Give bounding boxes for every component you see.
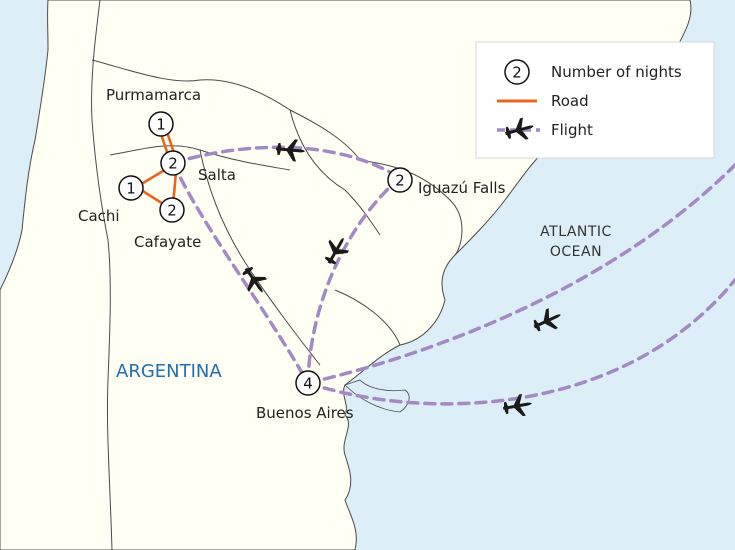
stop-marker-iguazu[interactable]: 2	[387, 167, 413, 193]
legend-flight: Flight	[497, 117, 593, 140]
flight-salta-buenos-aires	[171, 161, 310, 385]
stop-marker-salta[interactable]: 2	[160, 150, 186, 176]
nights-purmamarca: 1	[156, 116, 166, 134]
label-cachi: Cachi	[78, 207, 120, 225]
plane-icon	[505, 117, 534, 140]
flight-buenos-aires-overseas-1	[306, 163, 735, 385]
flight-iguazu-buenos-aires	[306, 176, 402, 385]
rio-de-la-plata	[344, 379, 410, 413]
border-brazil	[359, 159, 463, 256]
place-labels: Purmamarca Salta Cachi Cafayate Iguazú F…	[78, 86, 612, 422]
legend-road: Road	[497, 92, 589, 110]
legend-nights-marker: 2	[512, 64, 522, 82]
border-uruguay	[334, 289, 401, 346]
plane-icon	[275, 139, 305, 162]
road-salta-cachi	[136, 166, 170, 188]
plane-icon	[502, 393, 532, 417]
nights-iguazu: 2	[395, 172, 405, 190]
nights-buenos-aires: 4	[303, 375, 313, 393]
border-bolivia	[91, 59, 361, 161]
ocean-label-line2: OCEAN	[550, 244, 602, 260]
legend-road-label: Road	[551, 92, 589, 110]
stop-marker-cachi[interactable]: 1	[118, 175, 144, 201]
nights-cafayate: 2	[167, 202, 177, 220]
border-chile-argentina	[91, 0, 113, 550]
label-buenos-aires: Buenos Aires	[256, 404, 354, 422]
label-salta: Salta	[198, 166, 236, 184]
nights-salta: 2	[168, 155, 178, 173]
label-cafayate: Cafayate	[134, 233, 201, 251]
plane-icon	[533, 308, 561, 332]
label-iguazu: Iguazú Falls	[418, 179, 506, 197]
stop-markers: 1 2 1 2 2 4	[118, 111, 413, 396]
country-label-argentina: ARGENTINA	[116, 361, 222, 382]
legend-nights: 2 Number of nights	[504, 59, 682, 85]
plane-icon	[324, 237, 350, 265]
legend: 2 Number of nights Road Flight	[475, 41, 715, 159]
label-purmamarca: Purmamarca	[106, 86, 201, 104]
plane-icons	[242, 139, 561, 417]
legend-flight-label: Flight	[551, 121, 593, 139]
nights-cachi: 1	[126, 180, 136, 198]
border-paraguay	[289, 109, 381, 236]
plane-icon	[242, 266, 268, 293]
stop-marker-cafayate[interactable]: 2	[159, 197, 185, 223]
ocean-label-line1: ATLANTIC	[540, 224, 612, 240]
legend-nights-label: Number of nights	[551, 63, 682, 81]
stop-marker-purmamarca[interactable]: 1	[148, 111, 174, 137]
stop-marker-buenos-aires[interactable]: 4	[295, 370, 321, 396]
